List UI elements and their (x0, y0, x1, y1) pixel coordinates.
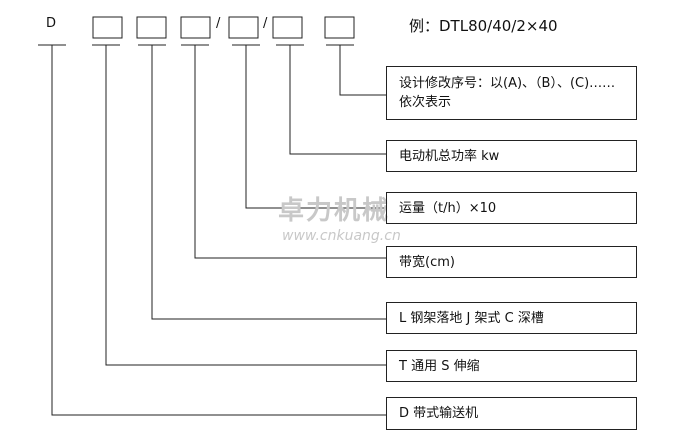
code-slot-power (272, 16, 303, 39)
label-prefix: D 带式输送机 (386, 397, 637, 430)
code-slot-frame (136, 16, 167, 39)
label-text: L 钢架落地 J 架式 C 深槽 (399, 310, 544, 326)
code-slot-width (180, 16, 211, 39)
code-slot-revision (324, 16, 355, 39)
label-text: 电动机总功率 kw (399, 148, 500, 164)
code-separator: / (263, 16, 268, 31)
code-slot-capacity (228, 16, 259, 39)
label-capacity: 运量（t/h）×10 (386, 192, 637, 224)
code-separator: / (216, 16, 221, 31)
label-revision: 设计修改序号：以(A)、（B）、(C)…… 依次表示 (386, 66, 637, 120)
label-text: T 通用 S 伸缩 (399, 358, 480, 374)
code-prefix: D (46, 16, 57, 31)
label-text: 依次表示 (399, 95, 452, 110)
label-text: 运量（t/h）×10 (399, 200, 497, 216)
label-text: 设计修改序号：以(A)、（B）、(C)…… (399, 76, 616, 91)
label-frame-type: L 钢架落地 J 架式 C 深槽 (386, 302, 637, 334)
label-belt-width: 带宽(cm) (386, 246, 637, 278)
example-code: 例：DTL80/40/2×40 (409, 17, 558, 35)
code-slot-type (92, 16, 123, 39)
label-conveyor-type: T 通用 S 伸缩 (386, 350, 637, 382)
label-text: 带宽(cm) (399, 254, 455, 270)
label-power: 电动机总功率 kw (386, 140, 637, 172)
watermark-url: www.cnkuang.cn (282, 228, 401, 244)
watermark-brand: 卓力机械 (278, 196, 391, 226)
label-text: D 带式输送机 (399, 406, 479, 421)
